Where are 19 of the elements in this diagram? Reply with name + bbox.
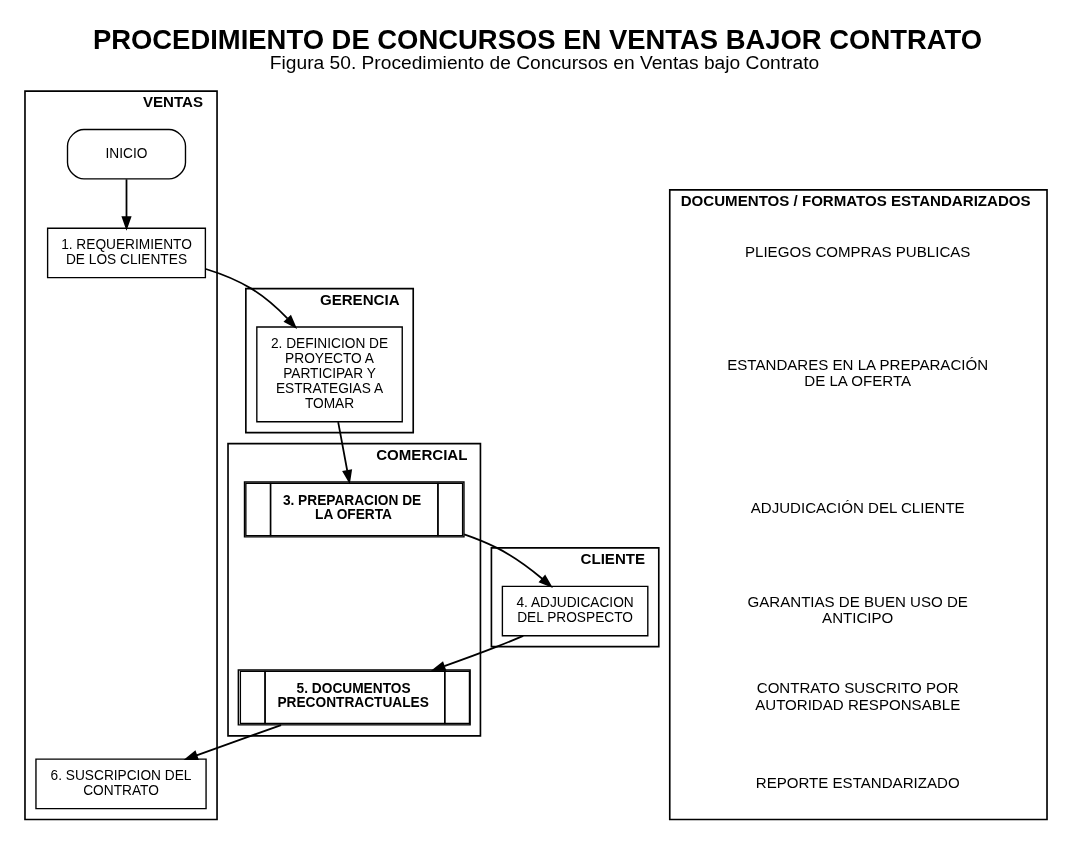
label: CONTRATO SUSCRITO POR AUTORIDAD RESPONSABLE bbox=[755, 679, 961, 713]
node-box: 2. DEFINICION DE PROYECTO A PARTICIPAR Y ESTRATEGIAS A TOMAR bbox=[256, 326, 403, 423]
node-box: 6. SUSCRIPCION DEL CONTRATO bbox=[35, 758, 207, 810]
arrow bbox=[337, 421, 353, 485]
diagram-title: PROCEDIMIENTO DE CONCURSOS EN VENTAS BAJOR CONTRATO bbox=[92, 23, 983, 55]
node-box: 1. REQUERIMIENTO DE LOS CLIENTES bbox=[46, 227, 207, 279]
label: REPORTE ESTANDARIZADO bbox=[755, 773, 960, 791]
caption: Figura 50. Procedimiento de Concursos en Ventas bajo Contrato bbox=[269, 52, 820, 74]
node-box: 4. ADJUDICACION DEL PROSPECTO bbox=[501, 585, 649, 637]
arrow bbox=[183, 724, 282, 761]
label: ADJUDICACIÓN DEL CLIENTE bbox=[750, 499, 965, 517]
arrow bbox=[430, 634, 525, 671]
arrow bbox=[121, 178, 132, 231]
label: ESTANDARES EN LA PREPARACIÓN DE LA OFERTA bbox=[727, 355, 989, 390]
node-box: INICIO bbox=[66, 128, 187, 180]
arrow bbox=[204, 268, 298, 329]
label: GARANTIAS DE BUEN USO DE ANTICIPO bbox=[747, 592, 968, 627]
label: PLIEGOS COMPRAS PUBLICAS bbox=[745, 242, 971, 260]
arrow bbox=[463, 533, 553, 588]
